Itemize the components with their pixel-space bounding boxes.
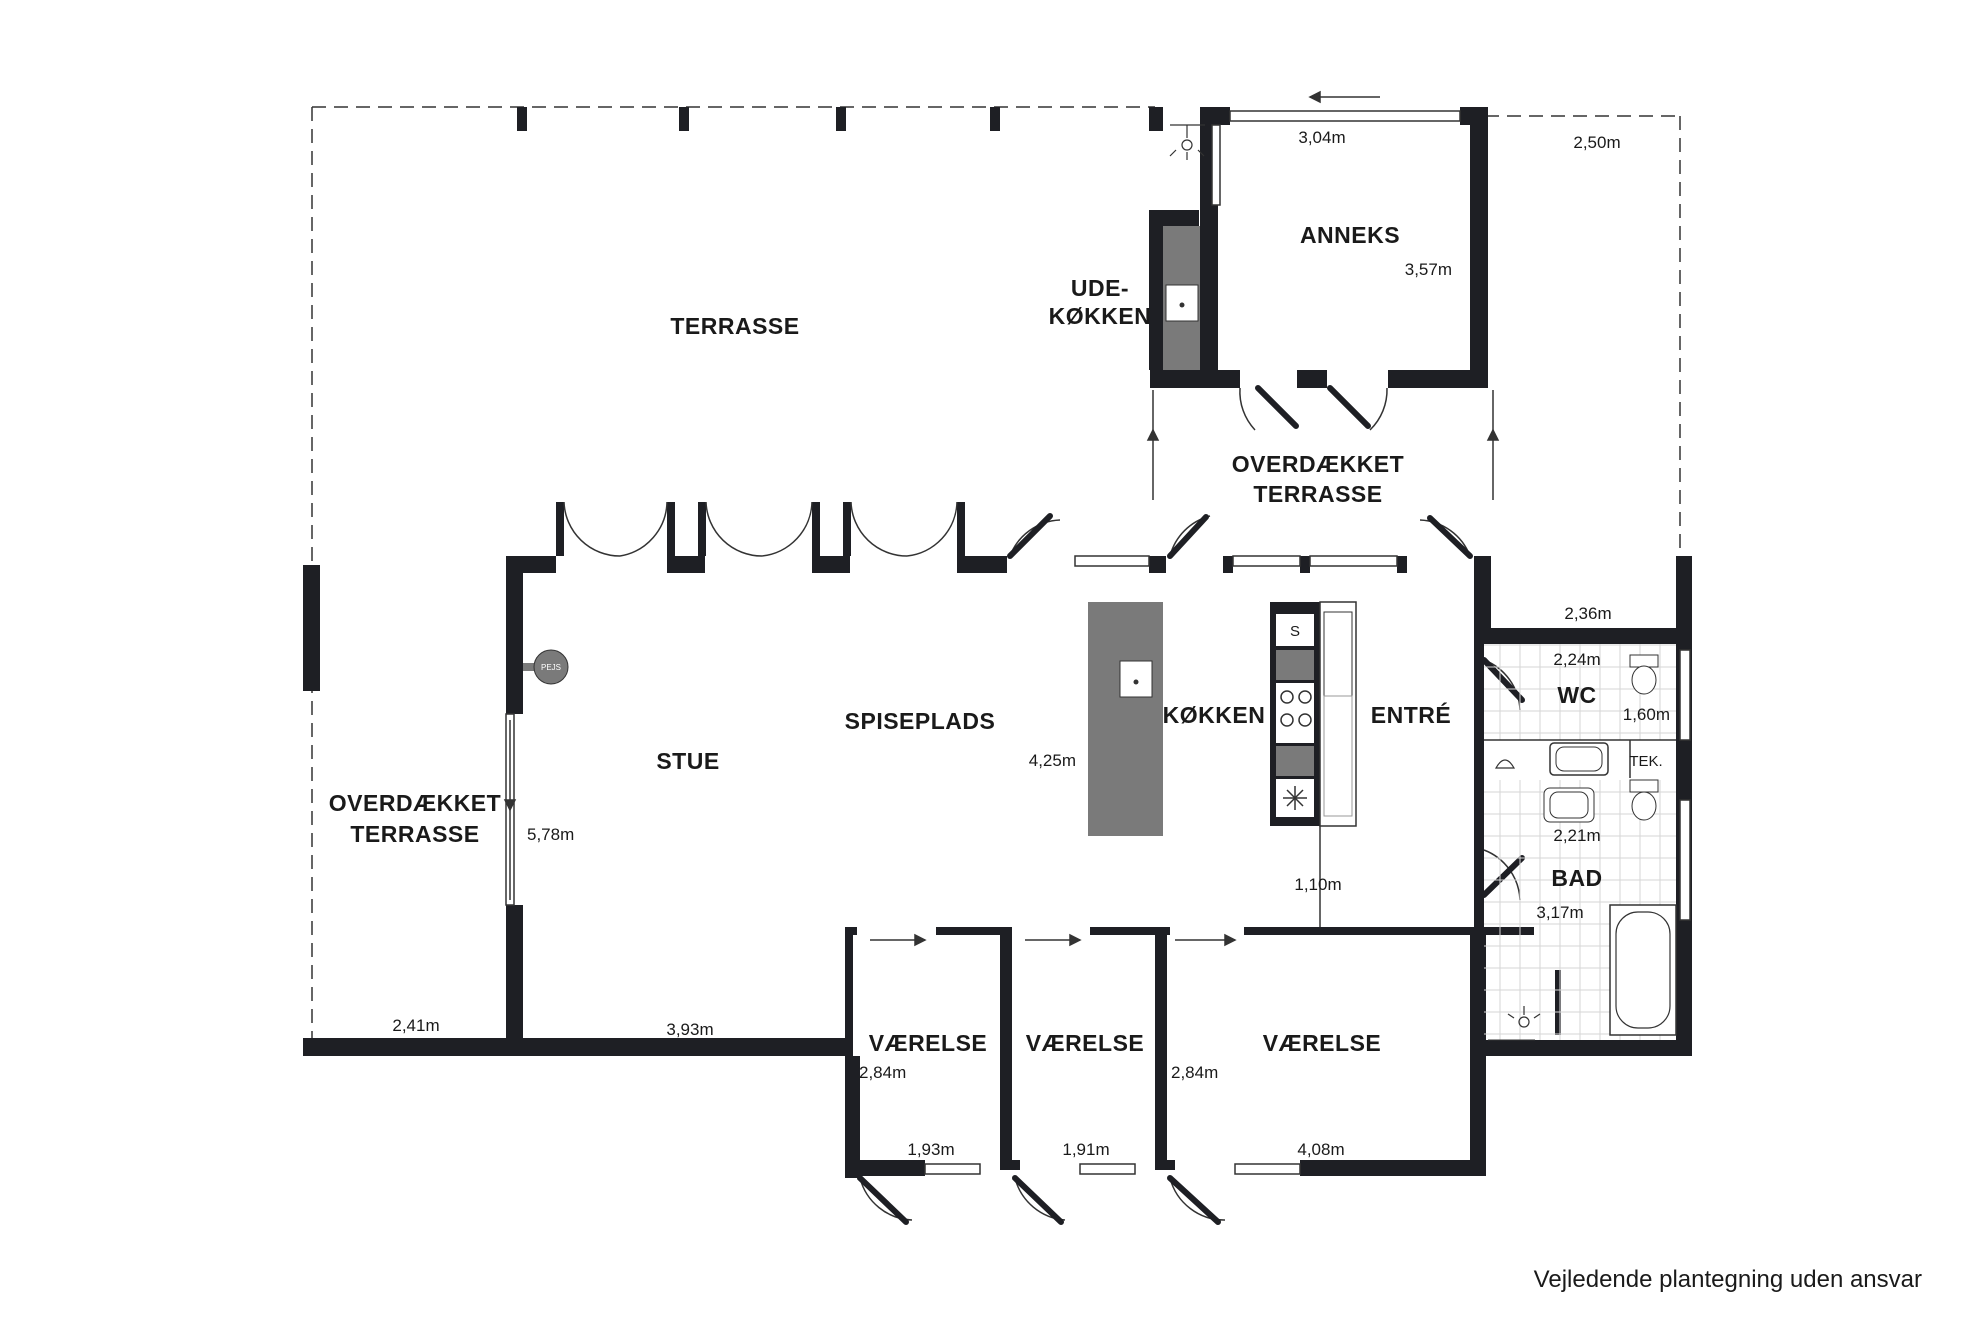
wc-fixtures [1484,654,1676,823]
sliding-arrows [503,90,1500,947]
label-stue: STUE [656,748,719,774]
dim-stue-depth: 5,78m [527,825,574,844]
dim-spise-depth: 4,25m [1029,751,1076,770]
label-terrasse: TERRASSE [670,313,799,339]
label-bad: BAD [1551,865,1602,891]
label-koekken: KØKKEN [1163,702,1266,728]
label-vaerelse-2: VÆRELSE [1026,1030,1145,1056]
walls [303,107,1692,1178]
dim-vaerelse3-width: 4,08m [1297,1140,1344,1159]
dim-bad-depth: 3,17m [1536,903,1583,922]
shower-icon [1507,1006,1541,1028]
label-s: S [1290,623,1300,640]
freezer-icon [1283,786,1307,810]
label-vaerelse-1: VÆRELSE [869,1030,988,1056]
outdoor-kitchen-counter [1163,226,1200,370]
label-tek: TEK. [1629,753,1662,770]
dimension-labels: 3,04m 3,57m 2,50m 2,36m 2,24m 1,60m 4,25… [392,128,1670,1159]
terrace-posts [517,107,1163,131]
kitchen-counter [1270,601,1357,827]
dim-entre-width: 1,10m [1294,875,1341,894]
fireplace-icon: PEJS [523,649,569,685]
dim-wc-outer: 2,36m [1564,604,1611,623]
bathtub [1609,904,1677,1036]
dim-left-terrace: 2,41m [392,1016,439,1035]
disclaimer-text: Vejledende plantegning uden ansvar [1533,1266,1922,1293]
label-overdaekket-left-1: OVERDÆKKET [329,790,501,816]
label-overdaekket-mid-2: TERRASSE [1253,481,1382,507]
label-entre: ENTRÉ [1371,701,1451,728]
label-anneks: ANNEKS [1300,222,1400,248]
label-overdaekket-left-2: TERRASSE [350,821,479,847]
outdoor-light-icon [1169,124,1205,160]
label-overdaekket-mid-1: OVERDÆKKET [1232,451,1404,477]
label-ude-line1: UDE- [1071,275,1129,301]
door-leaves [857,385,1525,1225]
dim-wc-width: 2,24m [1553,650,1600,669]
dim-anneks-depth: 3,57m [1405,260,1452,279]
dim-vaerelse1-depth: 2,84m [859,1063,906,1082]
dim-vaerelse3-depth: 2,84m [1171,1063,1218,1082]
label-ude-line2: KØKKEN [1049,303,1152,329]
door-swings [563,387,1521,1221]
pejs-label: PEJS [541,663,561,672]
dim-bad-width: 2,21m [1553,826,1600,845]
dim-wc-depth: 1,60m [1623,705,1670,724]
dim-vaerelse1-width: 1,93m [907,1140,954,1159]
label-wc: WC [1557,682,1596,708]
dim-vaerelse2-width: 1,91m [1062,1140,1109,1159]
dim-anneks-width: 3,04m [1298,128,1345,147]
label-vaerelse-3: VÆRELSE [1263,1030,1382,1056]
label-spiseplads: SPISEPLADS [845,708,996,734]
left-terrace-wall [303,565,320,691]
dim-terrace-right: 2,50m [1573,133,1620,152]
dim-stue-width: 3,93m [666,1020,713,1039]
room-labels: TERRASSE UDE- KØKKEN ANNEKS OVERDÆKKET T… [329,222,1663,1056]
kitchen-island [1088,602,1163,836]
stove-icon [1280,690,1312,727]
